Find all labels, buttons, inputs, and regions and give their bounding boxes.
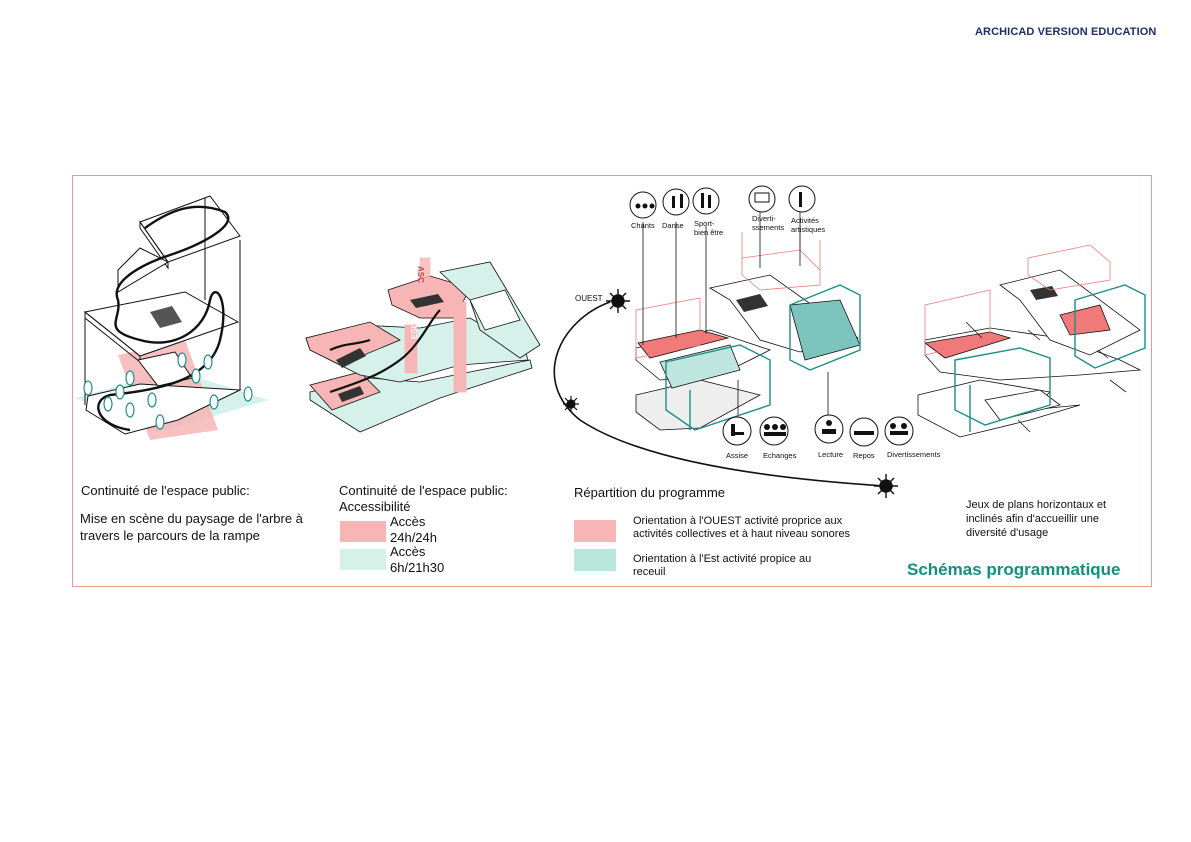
sun-path — [553, 301, 886, 487]
panel1-text: Mise en scène du paysage de l'arbre à tr… — [80, 511, 303, 543]
legend-swatch-ouest — [574, 520, 616, 542]
panel2-subheading: Accessibilité — [339, 499, 411, 514]
diagram-accessibility — [305, 257, 541, 433]
slab-lower — [85, 383, 242, 435]
sun-icon — [563, 396, 579, 412]
sun-label-ouest: OUEST — [575, 294, 603, 303]
legend-label-6h: Accès 6h/21h30 — [390, 544, 444, 576]
legend-label-6h-line1: Accès — [390, 544, 426, 559]
legend-swatch-6h — [340, 549, 386, 570]
icon-label-danse: Danse — [662, 221, 684, 230]
icon-label-repos: Repos — [853, 451, 875, 460]
panel2-heading: Continuité de l'espace public: — [339, 483, 508, 498]
panel3-heading: Répartition du programme — [574, 485, 726, 500]
ramp-path — [97, 205, 230, 432]
panel1-heading: Continuité de l'espace public: — [81, 483, 250, 498]
sun-icon — [606, 289, 630, 313]
diagram-program — [553, 212, 886, 487]
legend-label-24h: Accès 24h/24h — [390, 514, 437, 546]
legend-text-est: Orientation à l'Est activité propice au … — [633, 553, 812, 578]
icon-label-divertissements-top: Diverti- ssements — [752, 214, 785, 232]
icon-label-sport: Sport- bien être — [694, 219, 724, 237]
icon-label-lecture: Lecture — [818, 450, 844, 459]
trees — [83, 352, 253, 430]
legend-label-24h-line1: Accès — [390, 514, 426, 529]
diagram-planes — [917, 244, 1146, 438]
icon-label-echanges: Echanges — [763, 451, 797, 460]
board-title: Schémas programmatique — [907, 560, 1121, 579]
icon-label-assise: Assise — [726, 451, 749, 460]
icon-label-activites: Activités artistiques — [791, 216, 826, 234]
legend-label-6h-line2: 6h/21h30 — [390, 560, 445, 575]
panel4-text: Jeux de plans horizontaux et inclinés af… — [966, 499, 1107, 539]
legend-label-24h-line2: 24h/24h — [390, 530, 437, 545]
icon-label-chants: Chants — [631, 221, 655, 230]
program-icons-top — [629, 185, 816, 219]
program-icons-bottom — [722, 414, 914, 447]
slab-top — [139, 195, 241, 263]
sun-icon — [874, 474, 898, 498]
legend-swatch-est — [574, 549, 616, 571]
asc-tag: ASC — [416, 266, 425, 283]
board-frame — [72, 175, 1152, 587]
diagram-ramp-landscape — [75, 195, 268, 440]
esc-tag: ESC — [410, 322, 419, 339]
legend-swatch-24h — [340, 521, 386, 542]
icon-label-divertissements: Divertissements — [887, 450, 941, 459]
legend-text-ouest: Orientation à l'OUEST activité proprice … — [633, 515, 851, 540]
watermark: ARCHICAD VERSION EDUCATION — [975, 26, 1157, 38]
